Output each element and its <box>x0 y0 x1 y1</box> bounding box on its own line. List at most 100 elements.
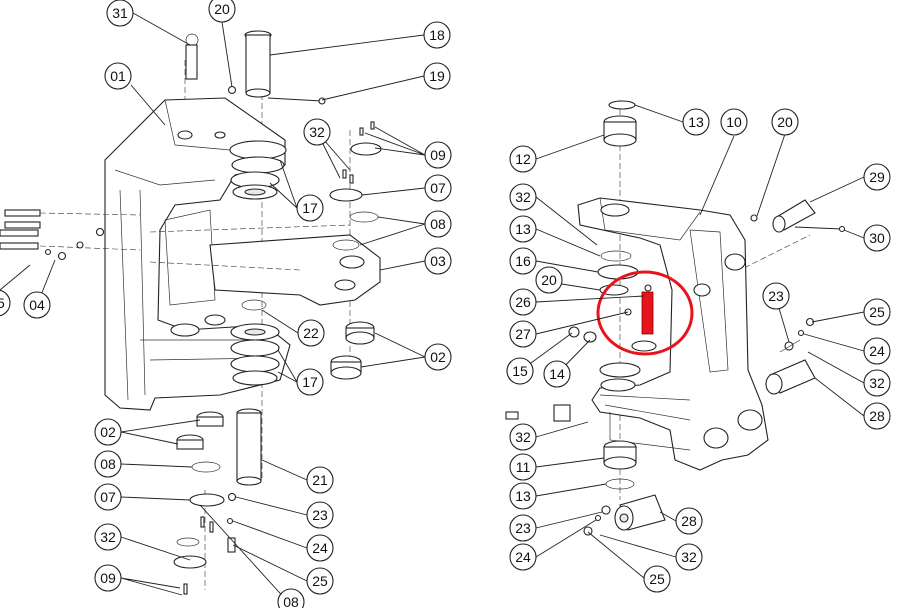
callout-label: 17 <box>302 200 318 216</box>
callout-label: 10 <box>726 114 742 130</box>
callout-c-09-left-bottom: 09 <box>94 564 122 592</box>
callout-c-31-left: 31 <box>106 0 134 27</box>
callout-bubble <box>863 298 891 326</box>
callout-c-30-right: 30 <box>863 224 891 252</box>
handle-31 <box>185 33 199 80</box>
callout-bubble <box>306 567 334 595</box>
callout-bubble <box>94 450 122 478</box>
bearing-11 <box>603 440 637 470</box>
callout-bubble <box>306 501 334 529</box>
callout-bubble <box>296 368 324 396</box>
callout-c-29-right: 29 <box>863 163 891 191</box>
callout-c-24-left: 24 <box>306 534 334 562</box>
callout-c-17-left-top: 17 <box>296 194 324 222</box>
callout-c-23-right-top: 23 <box>762 282 790 310</box>
callout-bubble <box>509 423 537 451</box>
callout-c-32-left-bottom: 32 <box>94 523 122 551</box>
callout-c-20-right: 20 <box>771 108 799 136</box>
callout-c-05-left: 05 <box>0 289 11 317</box>
callout-label: 11 <box>516 459 531 475</box>
callout-c-02-left-bottom: 02 <box>94 418 122 446</box>
callout-c-23-left: 23 <box>306 501 334 529</box>
callout-label: 32 <box>515 429 531 445</box>
callout-c-21-left: 21 <box>306 466 334 494</box>
callout-bubble <box>863 337 891 365</box>
callout-label: 29 <box>869 169 885 185</box>
callout-bubble <box>509 215 537 243</box>
callout-label: 27 <box>515 326 531 342</box>
callout-bubble <box>863 402 891 430</box>
callout-c-27-right: 27 <box>509 320 537 348</box>
callout-bubble <box>509 482 537 510</box>
callout-bubble <box>509 320 537 348</box>
callout-bubble <box>509 453 537 481</box>
callout-c-08-left-mid: 08 <box>94 450 122 478</box>
callout-label: 05 <box>0 295 5 311</box>
callout-label: 25 <box>869 304 885 320</box>
callout-c-08-left-top: 08 <box>424 210 452 238</box>
callout-label: 32 <box>515 189 531 205</box>
callout-label: 09 <box>430 147 446 163</box>
callout-bubble <box>675 507 703 535</box>
callout-c-32-left-top: 32 <box>303 118 331 146</box>
callout-label: 23 <box>768 288 784 304</box>
callout-label: 08 <box>430 216 446 232</box>
callout-label: 14 <box>549 366 565 382</box>
callout-label: 20 <box>777 114 793 130</box>
callout-bubble <box>94 483 122 511</box>
callout-c-15-right: 15 <box>506 357 534 385</box>
callout-bubble <box>423 62 451 90</box>
callout-c-25-left: 25 <box>306 567 334 595</box>
callout-c-24-right-bottom: 24 <box>509 543 537 571</box>
callout-label: 31 <box>112 5 128 21</box>
callout-bubble <box>720 108 748 136</box>
callout-c-09-left-top: 09 <box>424 141 452 169</box>
bearing-stack-lower-17 <box>230 323 280 386</box>
callout-c-02-left-right: 02 <box>424 343 452 371</box>
highlight-circle <box>596 270 694 356</box>
callout-c-19-left: 19 <box>423 62 451 90</box>
pin-18 <box>244 30 272 98</box>
callout-label: 07 <box>430 180 446 196</box>
pin-21 <box>236 408 262 486</box>
callout-label: 32 <box>309 124 325 140</box>
callout-bubble <box>863 369 891 397</box>
callout-c-22-left: 22 <box>297 319 325 347</box>
callout-bubble <box>94 418 122 446</box>
callout-label: 32 <box>869 375 885 391</box>
callout-c-17-left-bottom: 17 <box>296 368 324 396</box>
callout-c-07-left-top: 07 <box>424 174 452 202</box>
callout-label: 17 <box>302 374 318 390</box>
callout-label: 13 <box>515 488 531 504</box>
callout-label: 02 <box>100 424 116 440</box>
callout-bubble <box>297 319 325 347</box>
callout-bubble <box>106 0 134 27</box>
callout-label: 18 <box>429 27 445 43</box>
callout-label: 22 <box>303 325 319 341</box>
callout-c-28-right-top: 28 <box>863 402 891 430</box>
callout-bubble <box>104 62 132 90</box>
callout-bubble <box>277 588 305 608</box>
callout-c-26-right: 26 <box>509 288 537 316</box>
callout-bubble <box>509 247 537 275</box>
leader-lines <box>0 12 865 603</box>
bearing-12 <box>603 115 637 147</box>
callout-label: 20 <box>541 272 557 288</box>
callout-label: 07 <box>100 489 116 505</box>
callout-label: 03 <box>430 253 446 269</box>
callout-bubble <box>306 534 334 562</box>
callout-bubble <box>643 565 671 593</box>
callout-label: 04 <box>29 297 45 313</box>
callout-label: 25 <box>312 573 328 589</box>
callout-bubble <box>0 289 11 317</box>
callout-bubble <box>424 247 452 275</box>
callout-c-25-right-top: 25 <box>863 298 891 326</box>
callout-label: 26 <box>515 294 531 310</box>
callout-label: 30 <box>869 230 885 246</box>
callout-label: 20 <box>214 1 230 17</box>
callout-label: 16 <box>515 253 531 269</box>
callout-c-24-right-top: 24 <box>863 337 891 365</box>
callout-bubble <box>296 194 324 222</box>
callout-bubble <box>94 564 122 592</box>
